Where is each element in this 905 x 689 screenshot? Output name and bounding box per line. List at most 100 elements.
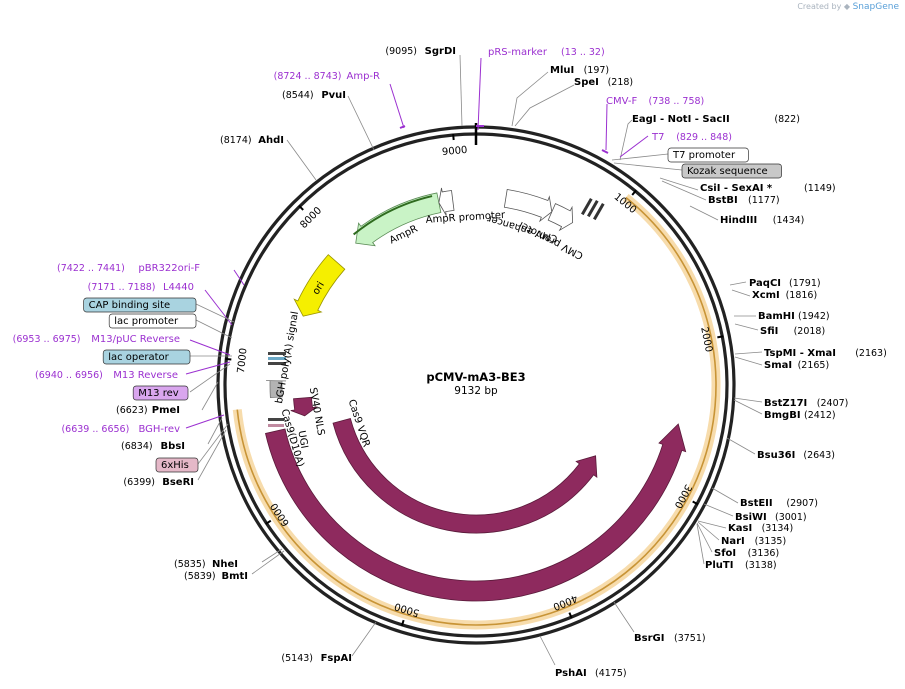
enzyme-position: (822): [774, 114, 800, 125]
small-mark-2: [592, 203, 605, 221]
ugi-label: UGI: [295, 430, 309, 450]
enzyme-name: BbsI: [161, 441, 185, 452]
primer-position: (6940 .. 6956): [35, 370, 103, 381]
enzyme-name: BseRI: [162, 477, 194, 488]
enzyme-name: Bsu36I: [757, 450, 795, 461]
enzyme-name: SfiI: [760, 326, 778, 337]
enzyme-bmgbi: BmgBI(2412): [764, 410, 836, 421]
enzyme-position: (1942): [798, 311, 830, 322]
enzyme-name: CsiI - SexAI *: [700, 183, 773, 194]
enzyme-position: (2163): [855, 348, 887, 359]
enzyme-position: (9095): [385, 46, 417, 57]
lac-mark-1: [268, 357, 286, 360]
enzyme-position: (4175): [595, 668, 627, 679]
primer-name: pBR322ori-F: [138, 263, 200, 274]
leader-pmei: [207, 417, 223, 445]
enzyme-name: NheI: [212, 559, 238, 570]
cas9-vqr-arrow: [332, 418, 598, 534]
leader-sfoi: [696, 522, 713, 553]
primer-position: (7171 .. 7188): [88, 282, 156, 293]
snapgene-credit: Created by ◆ SnapGene: [797, 2, 899, 12]
enzyme-bstz17i: BstZ17I (2407): [764, 398, 848, 409]
enzyme-name: PmeI: [152, 405, 180, 416]
leader-fspai: [351, 621, 377, 657]
enzyme-ahdi: AhdI(8174): [220, 135, 284, 146]
leader-ahdi: [286, 139, 317, 181]
primer-bgh-rev: BGH-rev(6639 .. 6656): [61, 424, 180, 435]
ruler-tick-4000: [568, 612, 573, 619]
leader-m13puc: [189, 339, 231, 356]
leader-spei: [514, 84, 575, 127]
cmv-promoter-arrow: [547, 203, 574, 232]
primer-amp-r: Amp-R(8724 .. 8743): [274, 71, 380, 82]
leader-nhei: [251, 550, 285, 575]
enzyme-sfoi: SfoI(3136): [714, 548, 779, 559]
leader-pbr322ori-f: [233, 269, 245, 286]
leader-pluti: [696, 523, 705, 565]
enzyme-paqci: PaqCI(1791): [749, 278, 821, 289]
enzyme-tspmi: TspMI - XmaI(2163): [764, 348, 887, 359]
plasmid-name: pCMV-mA3-BE3: [426, 370, 525, 384]
primer-cmv-f: CMV-F(738 .. 758): [606, 96, 704, 107]
enzyme-kasi: KasI(3134): [728, 523, 793, 534]
primer-mark-cmv-f: [601, 149, 609, 154]
leader-pshai: [539, 635, 556, 666]
feature-box-label: lac promoter: [114, 316, 179, 327]
enzyme-bsteii: BstEII(2907): [740, 498, 818, 509]
leader-bsteii: [711, 487, 739, 504]
enzyme-position: (2407): [817, 398, 849, 409]
primer-name: BGH-rev: [138, 424, 180, 435]
enzyme-name: BsrGI: [634, 633, 664, 644]
enzyme-position: (3001): [775, 512, 807, 523]
enzyme-name: BmgBI: [764, 410, 801, 421]
feature-box-t7-promoter: T7 promoter: [667, 147, 749, 163]
cas9-d10a-arrow: [265, 423, 687, 602]
enzyme-name: BstZ17I: [764, 398, 807, 409]
feature-box-bg: [102, 349, 191, 365]
leader-bstbi: [661, 180, 707, 201]
enzyme-name: SpeI: [574, 77, 599, 88]
enzyme-name: KasI: [728, 523, 752, 534]
enzyme-smai: SmaI (2165): [764, 360, 829, 371]
primer-name: pRS-marker: [488, 47, 548, 58]
ori-arrow: [293, 254, 346, 317]
enzyme-bsu36i: Bsu36I(2643): [757, 450, 835, 461]
enzyme-bsiwi: BsiWI(3001): [735, 512, 807, 523]
his-mark: [268, 424, 284, 427]
enzyme-name: SmaI: [764, 360, 792, 371]
leader-hindiii: [689, 205, 719, 221]
leader-kozak: [613, 162, 683, 171]
enzyme-bbsi: BbsI(6834): [121, 441, 185, 452]
leader-sfii: [734, 323, 759, 331]
leader-paqci: [729, 281, 747, 286]
enzyme-position: (8174): [220, 135, 252, 146]
enzyme-name: XcmI: [752, 290, 780, 301]
leader-pvui: [347, 95, 375, 151]
enzyme-position: (197): [584, 65, 610, 76]
feature-box-label: Kozak sequence: [687, 166, 768, 177]
primer-position: (6953 .. 6975): [13, 334, 81, 345]
primer-name: L4440: [163, 282, 194, 293]
primer-position: (7422 .. 7441): [57, 263, 125, 274]
enzyme-position: (3138): [745, 560, 777, 571]
enzyme-xcmi: XcmI(1816): [752, 290, 817, 301]
ruler-tick-label-7000: 7000: [236, 347, 250, 373]
small-feature-marks: [268, 198, 605, 427]
enzyme-pshai: PshAI (4175): [555, 668, 627, 679]
ruler-tick-label-9000: 9000: [442, 145, 468, 158]
small-mark-1: [586, 200, 599, 218]
enzyme-position: (2165): [798, 360, 830, 371]
leader-prs-marker: [477, 57, 482, 131]
enzyme-bmti: BmtI(5839): [184, 571, 248, 582]
ruler-tick-label-4000: 4000: [551, 592, 579, 612]
enzyme-name: EagI - NotI - SacII: [632, 114, 730, 125]
enzyme-name: PshAI: [555, 668, 587, 679]
cmv-enhancer-arrow: [503, 189, 553, 223]
feature-box-label: M13 rev: [138, 388, 179, 399]
leader-6xhis: [197, 423, 229, 465]
enzyme-name: FspAI: [321, 653, 352, 664]
primer-name: Amp-R: [347, 71, 381, 82]
enzyme-name: PvuI: [321, 90, 346, 101]
leader-bmgbi: [733, 399, 763, 415]
feature-box-label: lac operator: [108, 352, 169, 363]
